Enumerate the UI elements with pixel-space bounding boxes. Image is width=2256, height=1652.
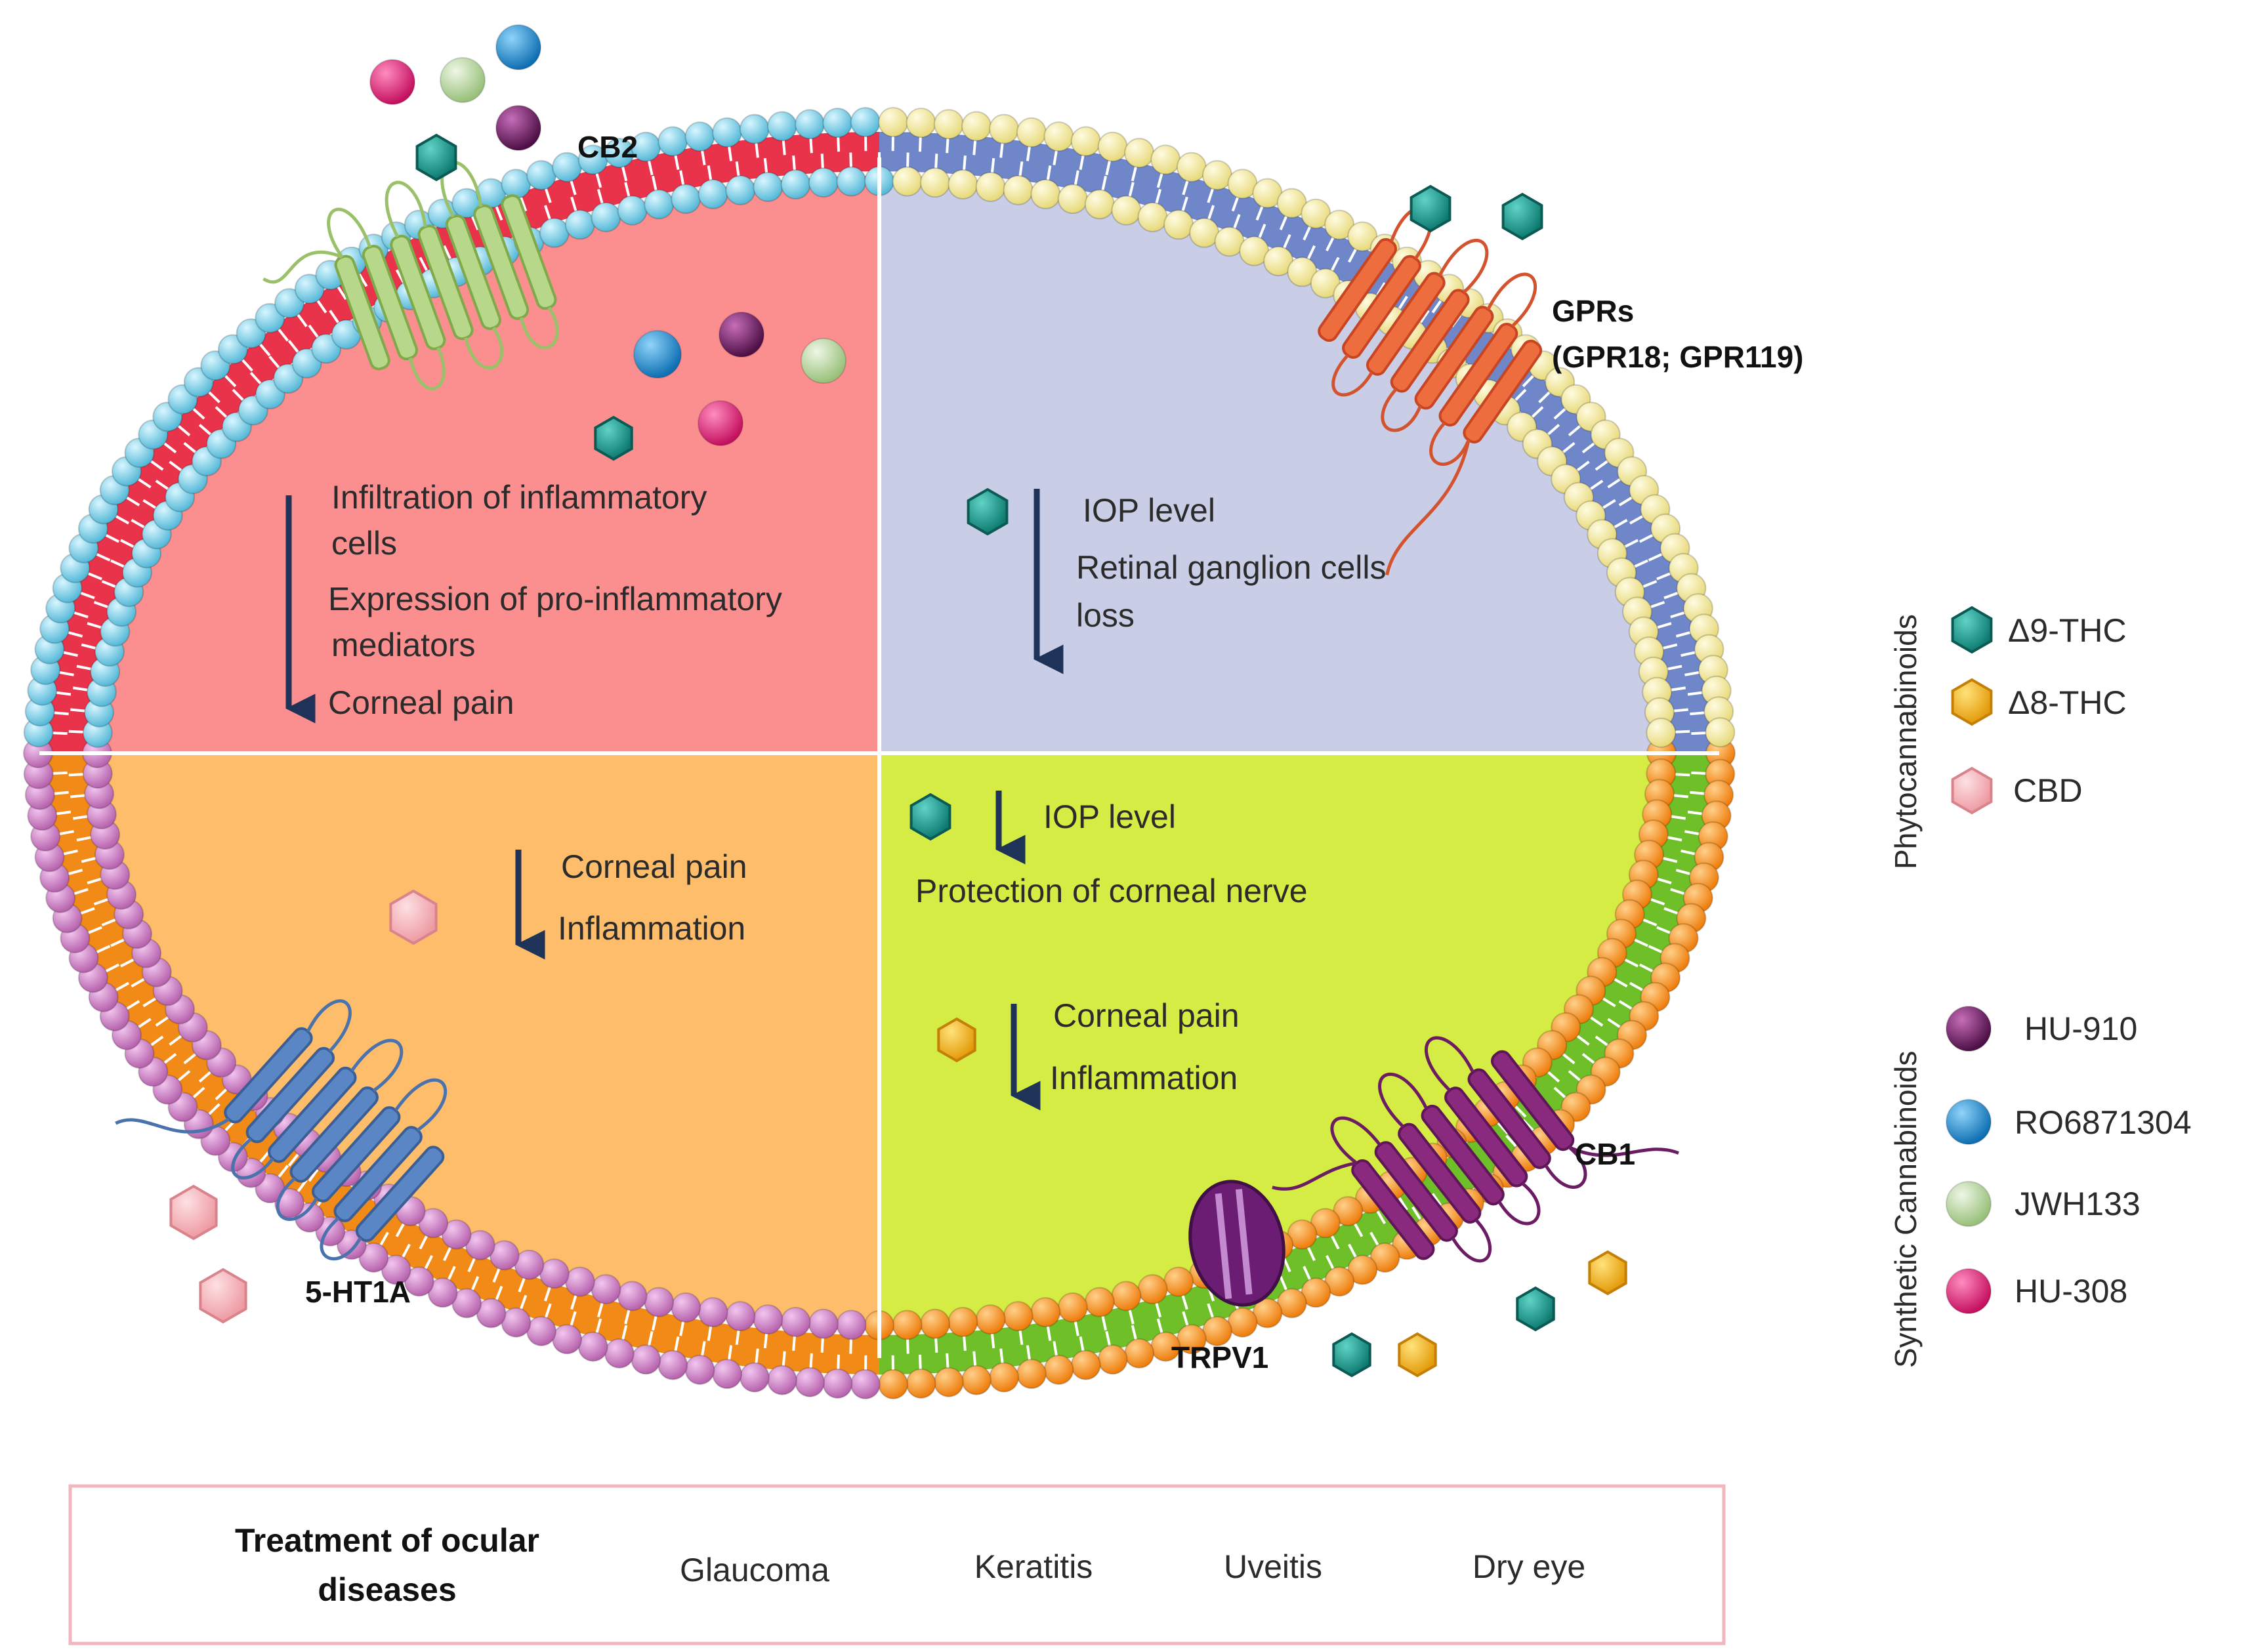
legend-synth-3: JWH133 bbox=[2015, 1186, 2141, 1222]
tl-line-3: Expression of pro-inflammatory bbox=[328, 581, 782, 617]
cb2-label: CB2 bbox=[577, 130, 638, 164]
legend-sphere-icon bbox=[1946, 1181, 1992, 1227]
receptor-labels: CB2 GPRs (GPR18; GPR119) CB1 TRPV1 5-HT1… bbox=[305, 130, 1803, 1374]
tl-line-1: Infiltration of inflammatory bbox=[331, 479, 707, 516]
legend-phyto-3: CBD bbox=[2013, 772, 2083, 809]
br-line-4: Inflammation bbox=[1050, 1060, 1238, 1096]
legend-phyto-1: Δ9-THC bbox=[2008, 612, 2127, 649]
disease-uveitis: Uveitis bbox=[1224, 1548, 1322, 1585]
treatment-box: Treatment of ocular diseases Glaucoma Ke… bbox=[68, 1484, 1726, 1645]
phyto-title: Phytocannabinoids bbox=[1889, 614, 1923, 869]
br-line-2: Protection of corneal nerve bbox=[915, 873, 1308, 909]
cb1-label: CB1 bbox=[1575, 1137, 1635, 1171]
tr-line-2: Retinal ganglion cells bbox=[1076, 549, 1387, 586]
cb2-receptor bbox=[262, 160, 559, 390]
treatment-title-1: Treatment of ocular bbox=[235, 1522, 539, 1559]
bl-line-2: Inflammation bbox=[558, 910, 745, 947]
legend: Phytocannabinoids Synthetic Cannabinoids… bbox=[1889, 606, 2192, 1368]
disease-dry-eye: Dry eye bbox=[1473, 1548, 1585, 1585]
legend-hexagon-icon bbox=[1951, 766, 1993, 815]
treatment-title-2: diseases bbox=[318, 1571, 456, 1608]
5ht1a-receptor bbox=[115, 999, 448, 1260]
disease-glaucoma: Glaucoma bbox=[680, 1552, 829, 1588]
legend-synth-2: RO6871304 bbox=[2015, 1104, 2192, 1141]
tr-line-1: IOP level bbox=[1083, 492, 1215, 529]
cb1-receptor bbox=[1272, 1036, 1679, 1263]
legend-sphere-icon bbox=[1946, 1099, 1992, 1145]
gprs-label: GPRs bbox=[1552, 294, 1634, 328]
tl-line-2: cells bbox=[331, 525, 397, 562]
5ht1a-label: 5-HT1A bbox=[305, 1275, 411, 1309]
legend-hexagon-icon bbox=[1951, 606, 1993, 654]
bl-line-1: Corneal pain bbox=[561, 848, 747, 885]
br-line-1: IOP level bbox=[1043, 798, 1176, 835]
trpv1-label: TRPV1 bbox=[1171, 1340, 1268, 1374]
synthetic-title: Synthetic Cannabinoids bbox=[1889, 1051, 1923, 1368]
legend-phyto-2: Δ8-THC bbox=[2008, 684, 2127, 721]
tl-line-4: mediators bbox=[331, 627, 476, 663]
tr-line-3: loss bbox=[1076, 597, 1135, 634]
treatment-border bbox=[68, 1484, 1726, 1645]
quadrant-texts: Infiltration of inflammatory cells Expre… bbox=[328, 479, 1387, 1096]
gprs-sub-label: (GPR18; GPR119) bbox=[1552, 340, 1803, 374]
legend-synth-4: HU-308 bbox=[2015, 1273, 2127, 1310]
legend-synth-1: HU-910 bbox=[2024, 1010, 2137, 1047]
ligand-molecules bbox=[169, 24, 1627, 1378]
br-line-3: Corneal pain bbox=[1053, 997, 1240, 1034]
tl-line-5: Corneal pain bbox=[328, 684, 514, 721]
legend-sphere-icon bbox=[1946, 1006, 1992, 1052]
legend-sphere-icon bbox=[1946, 1268, 1992, 1314]
trpv1-channel bbox=[1188, 1180, 1285, 1307]
legend-hexagon-icon bbox=[1951, 678, 1993, 726]
gpr-receptor bbox=[1318, 205, 1543, 575]
effect-arrows bbox=[285, 489, 1064, 1111]
disease-keratitis: Keratitis bbox=[974, 1548, 1093, 1585]
